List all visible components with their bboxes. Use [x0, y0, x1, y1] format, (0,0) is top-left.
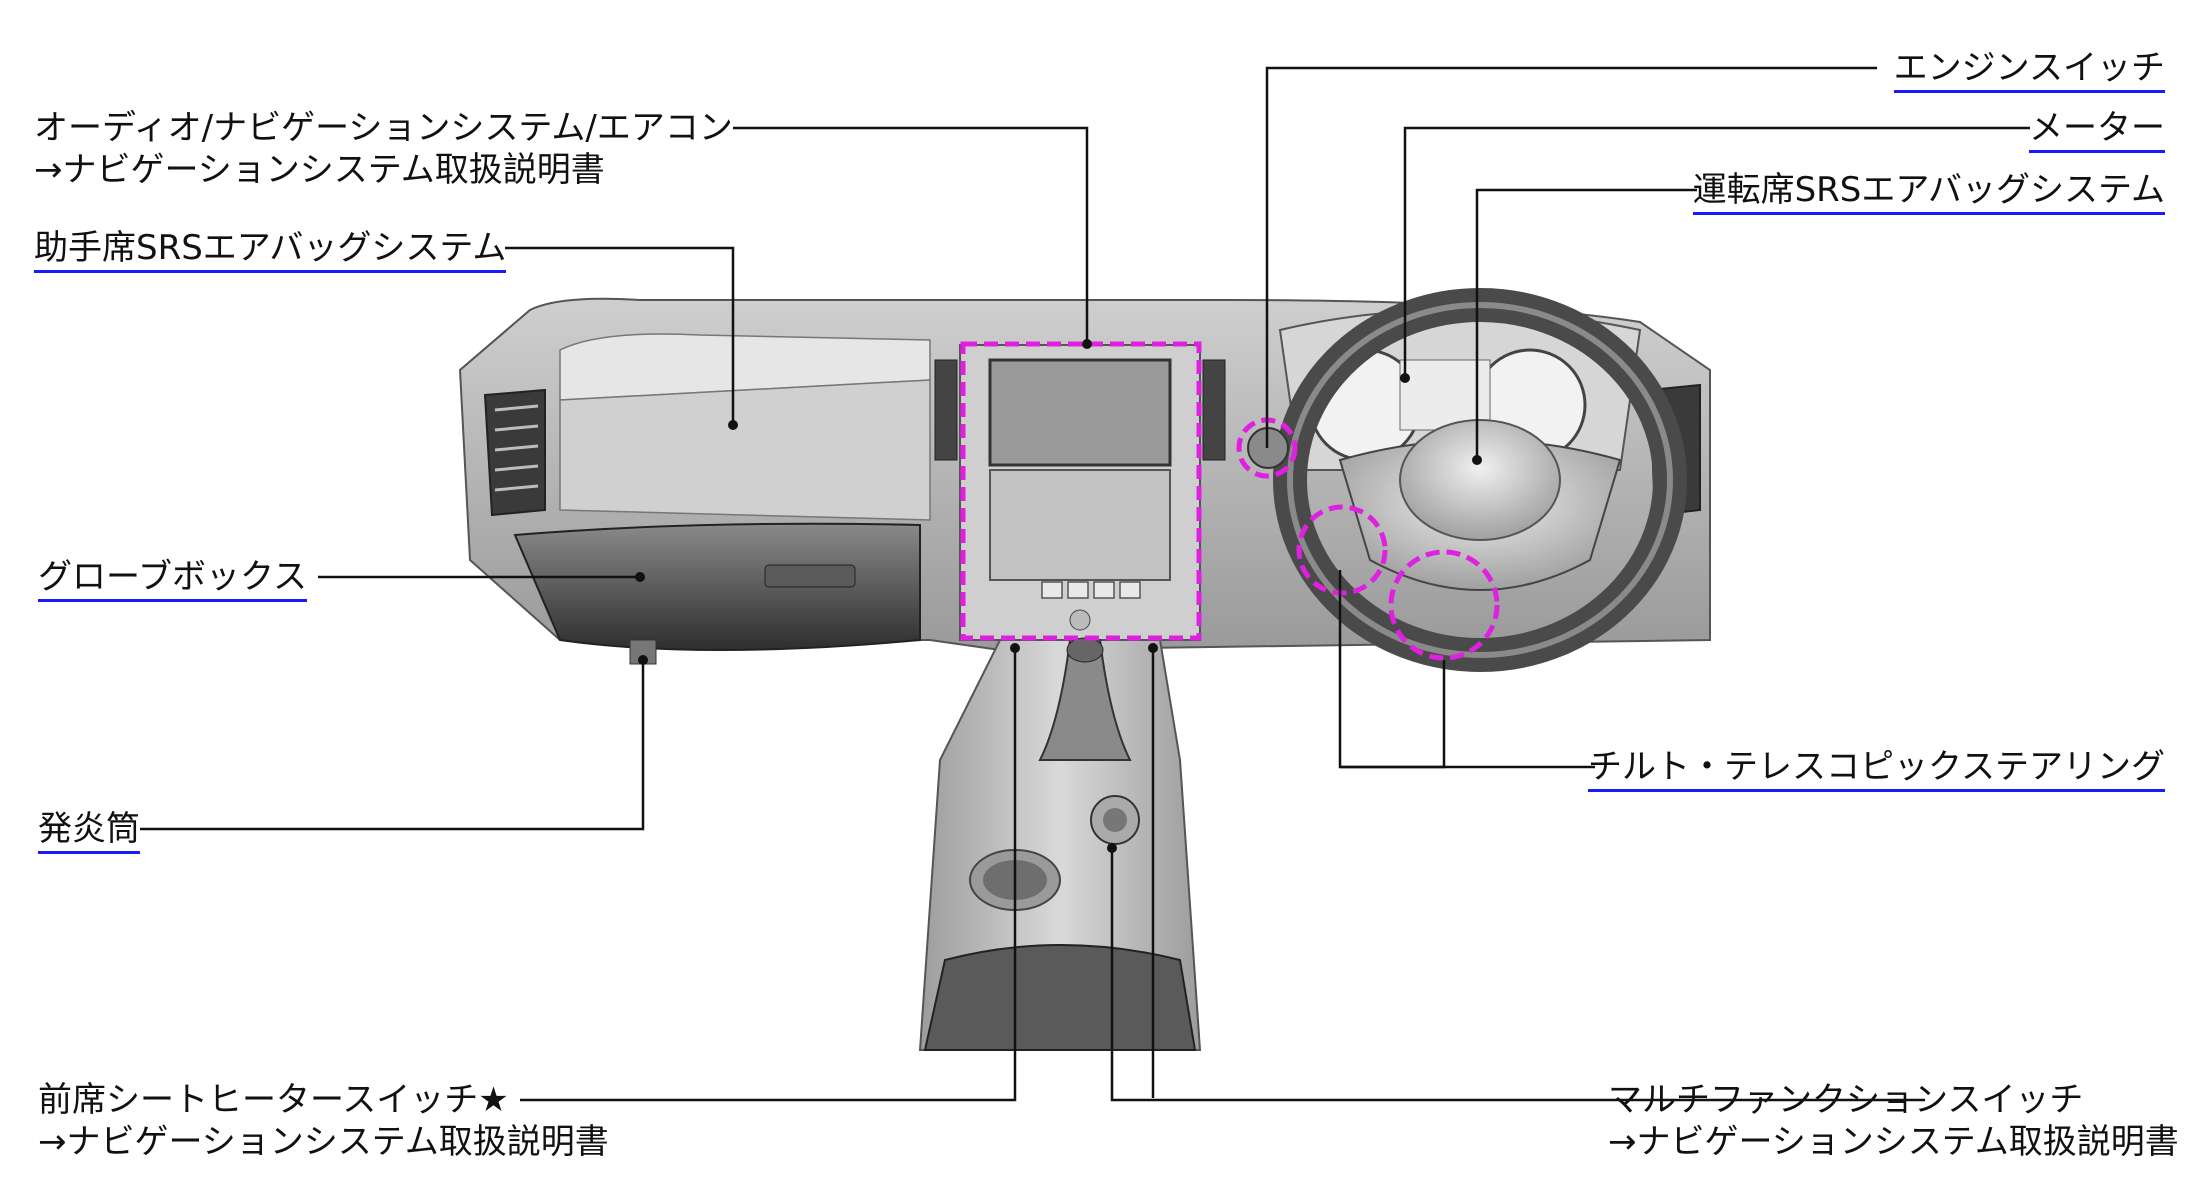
link-engine-switch[interactable]: エンジンスイッチ: [1893, 48, 2165, 93]
center-stack-highlight: [960, 341, 1202, 641]
label-seat-heater-line1: 前席シートヒータースイッチ★: [38, 1080, 509, 1120]
label-driver-srs-wrap: 運転席SRSエアバッグシステム: [1692, 169, 2165, 215]
center-console: [918, 637, 1202, 1051]
label-flare-wrap: 発炎筒: [38, 808, 140, 854]
leader-lines: [140, 66, 2030, 1102]
label-tilt-telescopic-wrap: チルト・テレスコピックステアリング: [1588, 746, 2165, 792]
label-audio-nav-aircon: オーディオ/ナビゲーションシステム/エアコン →ナビゲーションシステム取扱説明書: [34, 107, 733, 191]
label-audio-nav-aircon-line1: オーディオ/ナビゲーションシステム/エアコン: [34, 108, 733, 148]
label-multi-function-line1: マルチファンクションスイッチ: [1608, 1080, 2084, 1120]
link-driver-srs[interactable]: 運転席SRSエアバッグシステム: [1692, 170, 2165, 215]
label-passenger-srs-wrap: 助手席SRSエアバッグシステム: [34, 227, 507, 273]
telescopic-lever-highlight: [1388, 549, 1500, 661]
label-seat-heater: 前席シートヒータースイッチ★ →ナビゲーションシステム取扱説明書: [38, 1079, 609, 1163]
driver-area: [1247, 288, 1701, 672]
link-tilt-telescopic[interactable]: チルト・テレスコピックステアリング: [1588, 747, 2165, 792]
label-multi-function: マルチファンクションスイッチ →ナビゲーションシステム取扱説明書: [1608, 1079, 2179, 1163]
label-audio-nav-aircon-line2: →ナビゲーションシステム取扱説明書: [34, 150, 605, 190]
label-glove-box-wrap: グローブボックス: [38, 556, 307, 602]
link-meter[interactable]: メーター: [2029, 108, 2165, 153]
tilt-lever-highlight: [1296, 504, 1388, 596]
label-seat-heater-line2: →ナビゲーションシステム取扱説明書: [38, 1122, 609, 1162]
label-meter-wrap: メーター: [2029, 107, 2165, 153]
link-glove-box[interactable]: グローブボックス: [38, 557, 307, 602]
link-passenger-srs[interactable]: 助手席SRSエアバッグシステム: [34, 228, 507, 273]
anchor-dots: [635, 339, 1482, 853]
label-multi-function-line2: →ナビゲーションシステム取扱説明書: [1608, 1122, 2179, 1162]
label-engine-switch-wrap: エンジンスイッチ: [1893, 47, 2165, 93]
link-flare[interactable]: 発炎筒: [38, 809, 140, 854]
center-stack: [934, 344, 1226, 641]
